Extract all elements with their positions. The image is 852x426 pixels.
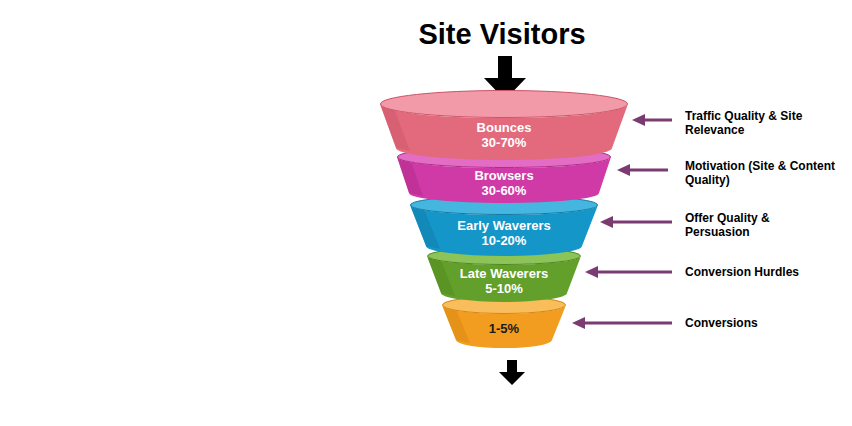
band-value: 10-20%	[410, 233, 598, 248]
band-value: 30-60%	[397, 183, 611, 198]
band-rim	[428, 248, 581, 265]
funnel-band: 1-5%	[442, 296, 566, 348]
funnel-band: Bounces30-70%	[380, 90, 628, 160]
band-heading: Bounces	[380, 120, 628, 135]
down-arrow	[499, 360, 525, 385]
band-rim	[381, 91, 628, 118]
diagram-title: Site Visitors	[418, 18, 585, 51]
band-rim	[443, 297, 566, 314]
funnel-band: Early Waverers10-20%	[410, 195, 598, 256]
band-rim	[398, 147, 611, 168]
band-heading: Early Waverers	[410, 218, 598, 233]
stage-label: Motivation (Site & Content Quality)	[685, 159, 847, 187]
band-value: 1-5%	[442, 321, 566, 336]
band-value: 5-10%	[427, 281, 581, 296]
band-rim	[411, 196, 598, 215]
band-value: 30-70%	[380, 135, 628, 150]
stage-label: Conversion Hurdles	[685, 265, 845, 279]
stage-label: Conversions	[685, 316, 845, 330]
band-heading: Late Waverers	[427, 266, 581, 281]
stage-label: Traffic Quality & Site Relevance	[685, 109, 805, 137]
stage-label: Offer Quality & Persuasion	[685, 211, 797, 239]
band-heading: Browsers	[397, 168, 611, 183]
